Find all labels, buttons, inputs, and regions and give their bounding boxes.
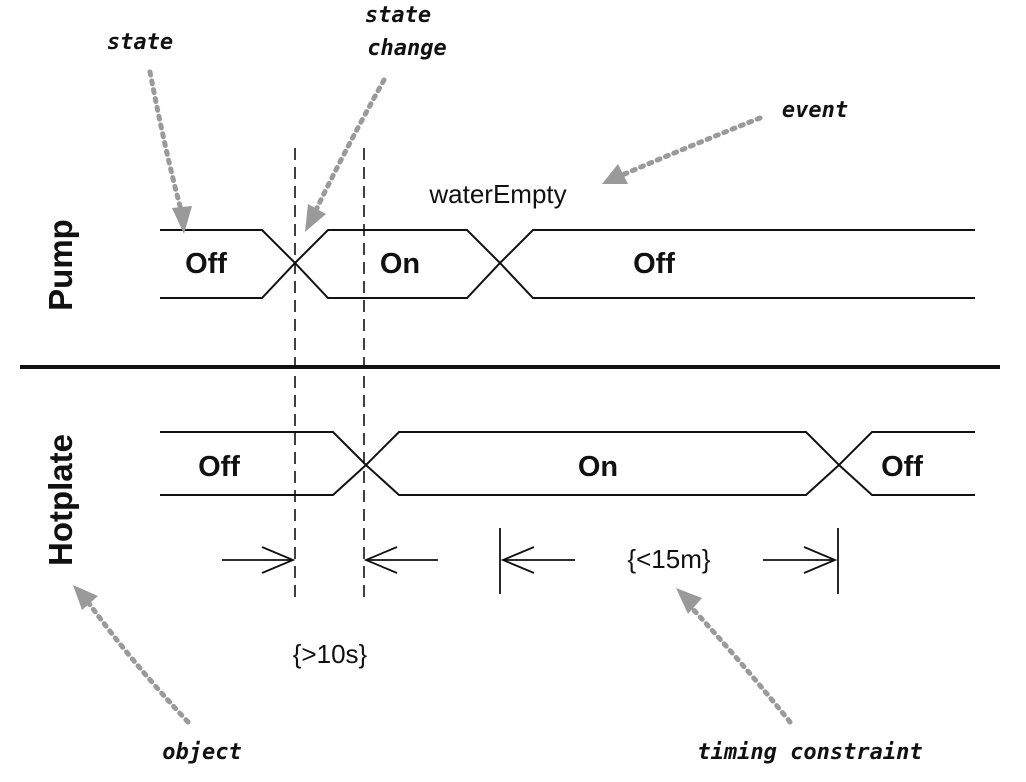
event-label: waterEmpty	[428, 179, 566, 209]
object-label-hotplate: Hotplate	[42, 434, 79, 566]
hotplate-state-off-1: Off	[198, 451, 240, 483]
annotation-state-change: state change	[305, 3, 447, 232]
constraint-min-gap-label: {>10s}	[293, 639, 368, 669]
annotation-timing-constraint-label: timing constraint	[697, 740, 922, 765]
pointer-arrowhead	[73, 585, 98, 610]
annotation-state: state	[107, 30, 192, 234]
pump-state-off-2: Off	[633, 248, 675, 280]
pointer-arrow	[147, 69, 184, 213]
pointer-arrow	[687, 603, 793, 725]
pump-state-off-1: Off	[185, 248, 227, 280]
annotation-event: event	[602, 98, 848, 184]
arrowhead-right	[261, 546, 296, 574]
annotation-state-change-line2: change	[367, 36, 446, 61]
annotation-timing-constraint: timing constraint	[676, 588, 923, 765]
annotation-object: object	[73, 585, 242, 765]
object-label-pump: Pump	[42, 219, 79, 311]
annotation-state-change-line1: state	[365, 3, 431, 28]
pointer-arrow	[617, 115, 763, 179]
pointer-arrowhead	[305, 204, 326, 232]
arrowhead-left	[363, 546, 398, 574]
pointer-arrow	[85, 599, 191, 725]
arrowhead-left	[500, 546, 535, 574]
annotation-event-label: event	[782, 98, 848, 123]
pointer-arrowhead	[676, 588, 702, 614]
hotplate-state-off-2: Off	[881, 451, 923, 483]
pointer-arrowhead	[172, 206, 192, 234]
lifeline-hotplate: Off On Off Hotplate	[42, 431, 975, 566]
pointer-arrowhead	[602, 164, 628, 184]
pump-state-waveform	[160, 229, 975, 299]
constraint-max-duration: {<15m}	[499, 528, 839, 594]
constraint-min-gap: {>10s}	[222, 546, 438, 669]
annotation-state-label: state	[107, 30, 173, 55]
arrowhead-right	[803, 546, 838, 574]
lifeline-pump: Off On Off Pump waterEmpty	[42, 179, 975, 311]
constraint-max-duration-label: {<15m}	[627, 544, 710, 574]
pointer-arrow	[313, 77, 387, 213]
hotplate-state-waveform	[160, 431, 975, 496]
annotation-object-label: object	[162, 740, 241, 765]
hotplate-state-on: On	[578, 451, 618, 483]
pump-state-on: On	[380, 248, 420, 280]
